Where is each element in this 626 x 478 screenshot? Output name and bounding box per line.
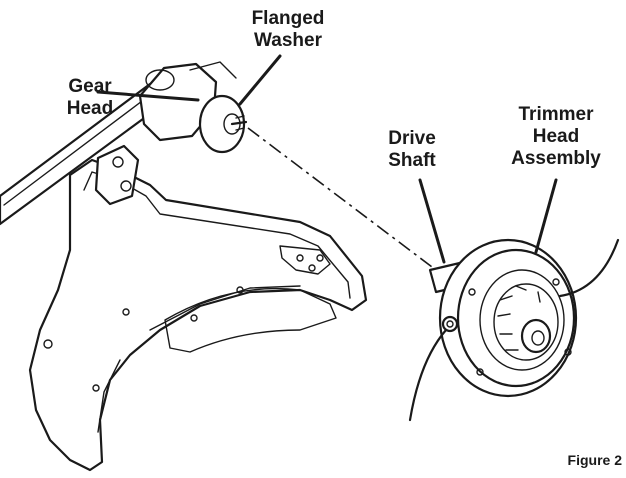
trimmer-head-assembly — [408, 238, 620, 422]
label-flanged-washer-line1: Flanged — [251, 8, 325, 29]
grass-guard — [28, 144, 368, 472]
label-trimmer-line3: Assembly — [511, 148, 601, 169]
label-flanged-washer-line2: Washer — [254, 30, 322, 51]
figure-caption: Figure 2 — [567, 452, 622, 468]
label-trimmer-line2: Head — [532, 126, 580, 147]
label-drive-shaft-line2: Shaft — [388, 150, 436, 171]
leader-lines — [96, 54, 558, 264]
gear-head — [138, 61, 237, 142]
leader-trimmer-head — [534, 178, 558, 254]
alignment-line — [247, 127, 437, 271]
label-drive-shaft: Drive Shaft — [362, 128, 462, 172]
label-drive-shaft-line1: Drive — [388, 128, 436, 149]
label-trimmer-line1: Trimmer — [518, 104, 594, 125]
label-gear-head-line2: Head — [66, 98, 114, 119]
leader-gear-head — [96, 90, 200, 102]
leader-flanged-washer — [238, 54, 282, 106]
label-gear-head-line1: Gear — [68, 76, 112, 97]
label-gear-head: Gear Head — [50, 76, 130, 120]
label-trimmer-head-assembly: Trimmer Head Assembly — [494, 104, 618, 170]
leader-drive-shaft — [418, 178, 446, 264]
flanged-washer — [198, 94, 248, 154]
label-flanged-washer: Flanged Washer — [228, 8, 348, 52]
